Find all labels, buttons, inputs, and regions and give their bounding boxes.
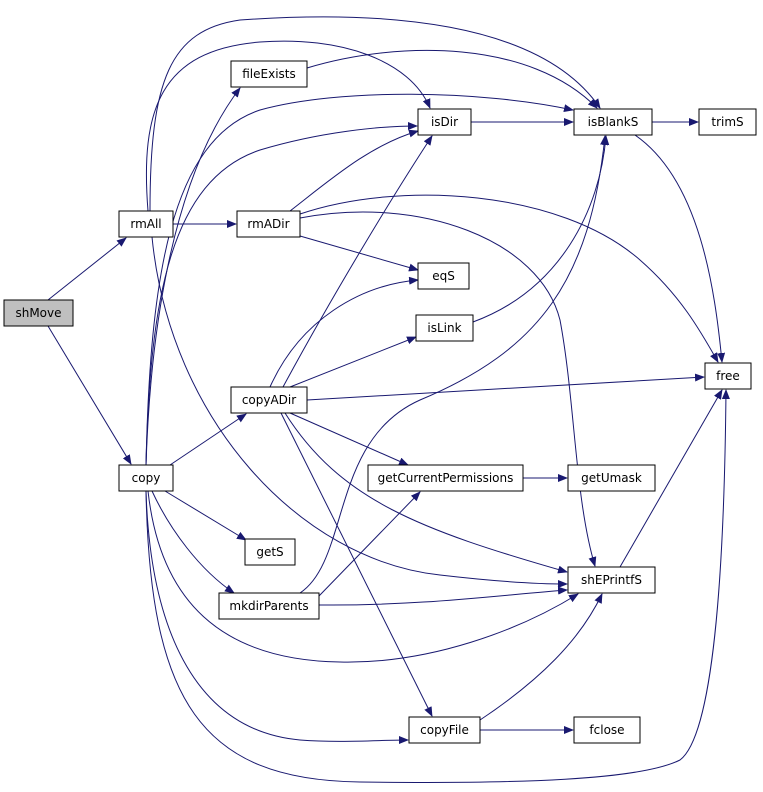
node-copy[interactable]: copy [118, 464, 174, 492]
edge-copyADir-getCurrentPermissions [289, 412, 409, 466]
edge-copy-getS [164, 490, 247, 541]
node-label: eqS [432, 269, 455, 283]
node-isDir[interactable]: isDir [417, 108, 472, 136]
edge-copyADir-eqS [269, 276, 419, 388]
node-label: rmAll [130, 217, 161, 231]
edge-rmAll-isDir [145, 40, 431, 212]
edge-rmADir-free [299, 194, 719, 363]
node-shEPrintfS[interactable]: shEPrintfS [567, 566, 656, 594]
node-getUmask[interactable]: getUmask [567, 464, 656, 492]
node-rmADir[interactable]: rmADir [236, 210, 301, 238]
node-rmAll[interactable]: rmAll [118, 210, 174, 238]
node-label: trimS [711, 115, 743, 129]
edge-rmAll-isBlankS [149, 16, 601, 212]
edge-fileExists-isBlankS [306, 49, 598, 109]
node-free[interactable]: free [704, 362, 752, 390]
node-label: getCurrentPermissions [378, 471, 514, 485]
node-label: getS [256, 545, 283, 559]
edge-mkdirParents-getCurrentPermissions [318, 491, 421, 597]
edge-copy-fileExists [145, 87, 241, 466]
node-label: shMove [15, 306, 61, 320]
edge-mkdirParents-shEPrintfS [318, 586, 568, 606]
node-label: free [716, 369, 740, 383]
node-isBlankS[interactable]: isBlankS [573, 108, 653, 136]
edge-isLink-isBlankS [472, 135, 610, 323]
node-fclose[interactable]: fclose [573, 716, 641, 744]
node-getCurrentPermissions[interactable]: getCurrentPermissions [367, 464, 524, 492]
edge-copy-free [145, 389, 730, 783]
edge-shMove-copy [47, 325, 132, 465]
node-copyADir[interactable]: copyADir [230, 386, 308, 414]
edge-copy-shEPrintfS [147, 490, 579, 663]
node-label: getUmask [581, 471, 642, 485]
edge-copyADir-isLink [289, 336, 417, 388]
node-shMove[interactable]: shMove [3, 299, 74, 327]
node-label: rmADir [247, 217, 289, 231]
edge-shMove-rmAll [47, 237, 127, 301]
edge-copy-isBlankS [145, 93, 574, 466]
node-label: shEPrintfS [581, 573, 642, 587]
edge-mkdirParents-isBlankS [299, 135, 609, 594]
node-label: isLink [427, 321, 461, 335]
edge-rmAll-shEPrintfS [151, 236, 568, 588]
node-copyFile[interactable]: copyFile [408, 716, 481, 744]
node-eqS[interactable]: eqS [417, 262, 470, 290]
edge-rmADir-isDir [289, 129, 419, 212]
node-fileExists[interactable]: fileExists [230, 60, 308, 88]
edge-shEPrintfS-free [619, 389, 723, 568]
node-label: mkdirParents [229, 599, 308, 613]
node-isLink[interactable]: isLink [415, 314, 474, 342]
edge-copy-isDir [145, 122, 418, 466]
edge-copy-mkdirParents [151, 490, 235, 594]
edge-isBlankS-free [634, 134, 726, 363]
node-mkdirParents[interactable]: mkdirParents [218, 592, 320, 620]
node-label: fileExists [242, 67, 296, 81]
edge-copyADir-copyFile [280, 412, 433, 717]
node-label: fclose [589, 723, 624, 737]
edge-copyFile-shEPrintfS [479, 593, 603, 721]
node-getS[interactable]: getS [244, 538, 296, 566]
edge-copyADir-shEPrintfS [284, 412, 568, 574]
edges [47, 16, 730, 783]
edge-copyADir-isDir [282, 135, 433, 388]
node-label: copyFile [420, 723, 469, 737]
edge-copyADir-free [306, 373, 705, 401]
node-label: copyADir [242, 393, 296, 407]
nodes: shMove rmAll copy fileExists rmADir copy… [3, 60, 757, 744]
edge-copy-copyFile [145, 490, 409, 745]
node-label: copy [132, 471, 161, 485]
node-label: isBlankS [588, 115, 639, 129]
node-trimS[interactable]: trimS [698, 108, 757, 136]
node-label: isDir [431, 115, 458, 129]
edge-copy-copyADir [169, 413, 247, 466]
